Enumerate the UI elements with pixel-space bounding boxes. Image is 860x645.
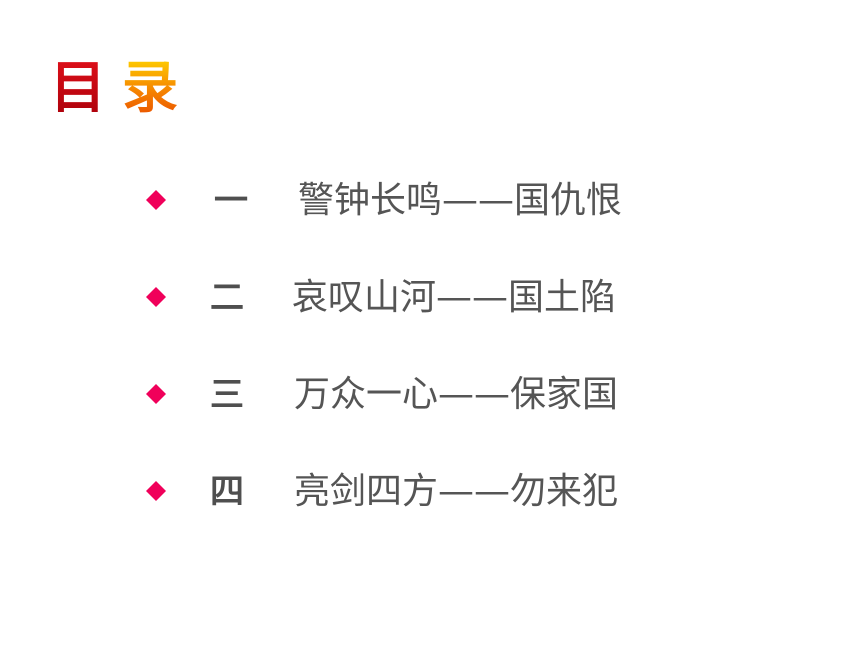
toc-numeral: 四 bbox=[210, 472, 244, 512]
toc-item-text: 万众一心——保家国 bbox=[294, 374, 619, 415]
diamond-bullet-icon bbox=[146, 481, 166, 501]
diamond-bullet-icon bbox=[146, 190, 166, 210]
toc-item-text: 哀叹山河——国土陷 bbox=[292, 277, 617, 318]
toc-item-3: 三 万众一心——保家国 bbox=[140, 370, 700, 420]
toc-item-2: 二 哀叹山河——国土陷 bbox=[140, 273, 700, 323]
toc-item-text: 亮剑四方——勿来犯 bbox=[294, 471, 619, 512]
toc-numeral: 二 bbox=[210, 278, 244, 318]
title-char-2: 录 bbox=[122, 56, 194, 121]
toc-numeral: 三 bbox=[210, 375, 244, 415]
toc-item-4: 四 亮剑四方——勿来犯 bbox=[140, 467, 700, 517]
diamond-bullet-icon bbox=[146, 287, 166, 307]
title-char-1: 目 bbox=[50, 56, 122, 121]
toc-numeral: 一 bbox=[214, 181, 248, 221]
toc-item-text: 警钟长鸣——国仇恨 bbox=[298, 180, 623, 221]
diamond-bullet-icon bbox=[146, 384, 166, 404]
toc-item-1: 一 警钟长鸣——国仇恨 bbox=[140, 176, 700, 226]
slide-title: 目录 bbox=[50, 54, 194, 124]
